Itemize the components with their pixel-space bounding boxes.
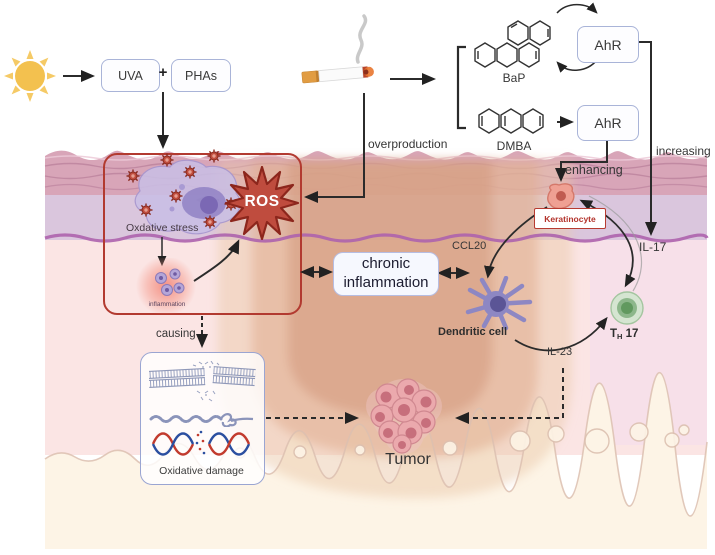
inflammation-label: inflammation bbox=[148, 301, 186, 308]
ahr-top-label: AhR bbox=[594, 36, 622, 53]
th17-suffix: 17 bbox=[625, 328, 639, 340]
ahr-box-top: AhR bbox=[577, 26, 639, 63]
overproduction-label: overproduction bbox=[368, 137, 448, 151]
damaged-membrane-icon bbox=[149, 361, 256, 402]
th17-subscript: H bbox=[617, 332, 623, 341]
chronic-inflammation-box: chronic inflammation bbox=[333, 252, 439, 296]
broken-dna-icon bbox=[151, 430, 251, 456]
dendritic-cell-label: Dendritic cell bbox=[438, 326, 508, 338]
sun-icon bbox=[4, 50, 56, 102]
th17-prefix: T bbox=[610, 328, 618, 340]
tumor-label: Tumor bbox=[385, 451, 431, 468]
th17-cell-icon bbox=[610, 291, 644, 325]
oxidative-stress-label: Oxdative stress bbox=[126, 222, 199, 234]
keratinocyte-label: Keratinocyte bbox=[544, 213, 596, 224]
oxidative-damage-panel: Oxidative damage bbox=[140, 352, 265, 485]
enhancing-label: enhancing bbox=[565, 163, 623, 177]
keratinocyte-label-box: Keratinocyte bbox=[534, 208, 606, 229]
ros-star-icon bbox=[224, 166, 300, 240]
uva-box: UVA bbox=[101, 59, 160, 92]
il23-label: IL-23 bbox=[547, 346, 573, 358]
ros-label: ROS bbox=[244, 193, 280, 210]
dendritic-cell-icon bbox=[465, 276, 533, 331]
chronic-inflammation-label: chronic inflammation bbox=[343, 255, 429, 291]
ahr-bottom-label: AhR bbox=[594, 115, 622, 131]
th17-label: TH 17 bbox=[610, 328, 638, 341]
tumor-cells-icon bbox=[366, 378, 442, 454]
ros-burst: ROS bbox=[221, 166, 303, 240]
dmba-structure bbox=[478, 108, 544, 134]
ccl20-label: CCL20 bbox=[452, 240, 487, 252]
bap-structure bbox=[474, 20, 551, 68]
phas-box: PHAs bbox=[171, 59, 231, 92]
oxidative-damage-label: Oxidative damage bbox=[159, 465, 244, 477]
dmba-label: DMBA bbox=[496, 139, 532, 153]
uva-label: UVA bbox=[118, 68, 143, 83]
damaged-protein-icon bbox=[149, 413, 254, 427]
inflammation-glow bbox=[135, 258, 197, 314]
ahr-box-bottom: AhR bbox=[577, 105, 639, 141]
keratinocyte-cell-icon bbox=[547, 183, 575, 210]
oxidative-stress-panel bbox=[103, 153, 302, 315]
stressed-cell-graphic bbox=[125, 148, 241, 235]
increasing-label: increasing bbox=[656, 144, 711, 158]
cigarette-icon bbox=[301, 14, 374, 84]
bap-label: BaP bbox=[502, 71, 526, 85]
phas-label: PHAs bbox=[185, 68, 217, 83]
plus-sign: + bbox=[158, 64, 168, 81]
inflammation-cells-icon bbox=[155, 268, 185, 296]
il17-label: IL-17 bbox=[639, 240, 667, 254]
causing-label: causing bbox=[156, 328, 196, 340]
